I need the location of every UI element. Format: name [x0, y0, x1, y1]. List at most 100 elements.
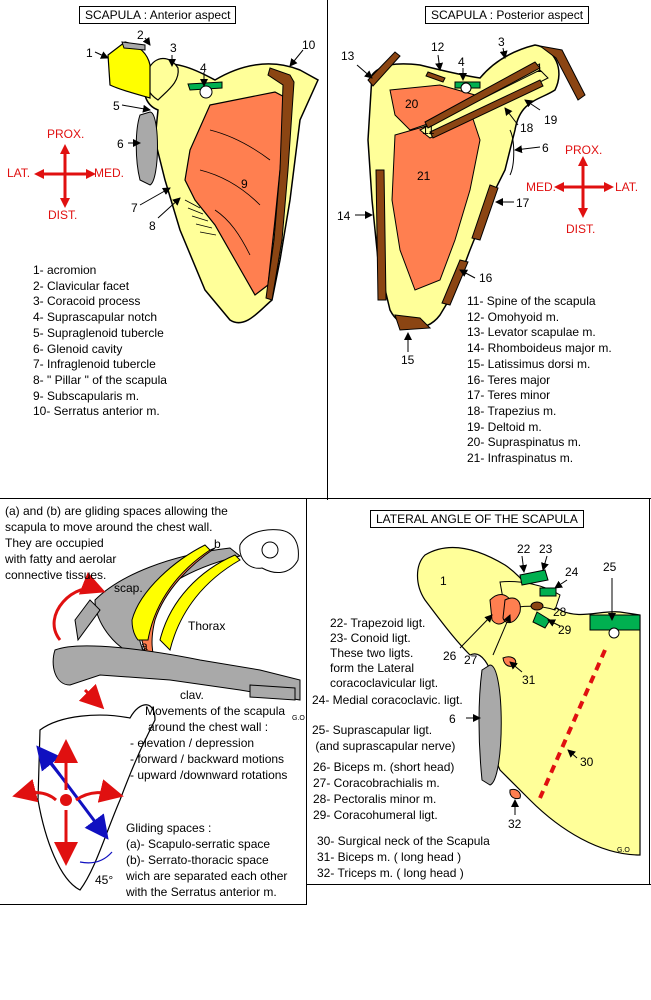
svg-text:16: 16	[479, 271, 493, 285]
posterior-dist-label: DIST.	[566, 222, 596, 236]
space-a-label: a	[141, 639, 148, 653]
legend-item: 12- Omohyoid m.	[467, 309, 560, 324]
anterior-legend: 1- acromion 2- Clavicular facet 3- Corac…	[33, 263, 167, 420]
legend-item: 28- Pectoralis minor m.	[313, 792, 437, 806]
movement-line: Movements of the scapula	[145, 704, 286, 718]
gliding-spaces-text: Gliding spaces : (a)- Scapulo-serratic s…	[126, 820, 287, 900]
lateral-legend-e: 30- Surgical neck of the Scapula 31- Bic…	[317, 833, 490, 881]
movement-line: - upward /downward rotations	[130, 768, 288, 782]
lateral-initials: G.O	[617, 847, 630, 854]
anterior-title: SCAPULA : Anterior aspect	[79, 6, 237, 24]
legend-item: 25- Suprascapular ligt.	[312, 723, 433, 737]
legend-item: 20- Supraspinatus m.	[467, 435, 582, 450]
svg-text:6: 6	[542, 141, 549, 155]
svg-text:19: 19	[544, 113, 558, 127]
legend-item: 24- Medial coracoclavic. ligt.	[312, 693, 463, 707]
svg-text:9: 9	[241, 177, 248, 191]
svg-text:22: 22	[517, 542, 531, 556]
legend-item: 2- Clavicular facet	[33, 278, 130, 293]
svg-text:5: 5	[113, 99, 120, 113]
thorax-label: Thorax	[188, 619, 226, 633]
lateral-angle-diagram	[416, 547, 641, 856]
legend-item: form the Lateral	[330, 661, 415, 675]
svg-text:4: 4	[458, 55, 465, 69]
anterior-med-label: MED.	[94, 166, 124, 180]
svg-text:26: 26	[443, 649, 457, 663]
anterior-dist-label: DIST.	[48, 208, 78, 222]
svg-text:29: 29	[558, 623, 572, 637]
lateral-legend-d: 26- Biceps m. (short head) 27- Coracobra…	[313, 759, 454, 823]
intro-line: scapula to move around the chest wall.	[5, 520, 213, 534]
svg-text:7: 7	[131, 201, 138, 215]
anterior-scapula	[34, 36, 319, 324]
intro-line: connective tissues.	[5, 568, 107, 582]
legend-item: coracoclavicular ligt.	[330, 676, 439, 690]
svg-text:3: 3	[170, 41, 177, 55]
legend-item: 5- Supraglenoid tubercle	[33, 325, 164, 340]
legend-item: 21- Infraspinatus m.	[467, 451, 574, 466]
svg-text:25: 25	[603, 560, 617, 574]
anterior-prox-label: PROX.	[47, 127, 85, 141]
posterior-lat-label: LAT.	[615, 180, 639, 194]
movement-line: - forward / backward motions	[130, 752, 285, 766]
anterior-callout-numbers: 123 456 789 10	[86, 28, 316, 233]
posterior-title: SCAPULA : Posterior aspect	[425, 6, 590, 24]
bottom-border-right	[306, 884, 651, 885]
posterior-med-label: MED.	[526, 180, 556, 194]
svg-text:6: 6	[117, 137, 124, 151]
legend-item: 3- Coracoid process	[33, 294, 141, 309]
legend-item: 7- Infraglenoid tubercle	[33, 357, 156, 372]
svg-text:31: 31	[522, 673, 536, 687]
movement-line: - elevation / depression	[130, 736, 255, 750]
clav-label: clav.	[180, 688, 204, 702]
legend-item: 18- Trapezius m.	[467, 403, 557, 418]
posterior-legend: 11- Spine of the scapula 12- Omohyoid m.…	[467, 294, 612, 467]
legend-item: 8- " Pillar " of the scapula	[33, 372, 167, 387]
svg-text:14: 14	[337, 209, 351, 223]
legend-item: 22- Trapezoid ligt.	[330, 616, 426, 630]
space-line: (b)- Serrato-thoracic space	[126, 853, 269, 867]
right-border	[649, 499, 650, 885]
svg-text:28: 28	[553, 605, 567, 619]
legend-item: (and suprascapular nerve)	[312, 739, 456, 753]
bottom-border-left	[0, 904, 307, 905]
posterior-scapula	[355, 44, 614, 352]
svg-text:27: 27	[464, 653, 478, 667]
horizontal-divider	[0, 498, 651, 499]
svg-text:32: 32	[508, 817, 522, 831]
svg-text:13: 13	[341, 49, 355, 63]
space-line: (a)- Scapulo-serratic space	[126, 837, 271, 851]
svg-text:12: 12	[431, 40, 445, 54]
intro-line: with fatty and aerolar	[5, 552, 117, 566]
space-line: with the Serratus anterior m.	[126, 885, 277, 899]
svg-text:21: 21	[417, 169, 431, 183]
legend-item: 31- Biceps m. ( long head )	[317, 850, 462, 864]
svg-text:10: 10	[302, 38, 316, 52]
svg-text:1: 1	[536, 61, 543, 75]
legend-item: 4- Suprascapular notch	[33, 310, 158, 325]
svg-text:17: 17	[516, 196, 530, 210]
gliding-initials: G.O	[292, 715, 305, 722]
posterior-prox-label: PROX.	[565, 143, 603, 157]
lateral-legend-b: 24- Medial coracoclavic. ligt.	[312, 693, 463, 709]
svg-text:30: 30	[580, 755, 594, 769]
gliding-diagram	[12, 529, 301, 891]
svg-text:23: 23	[539, 542, 553, 556]
legend-item: 11- Spine of the scapula	[467, 294, 596, 308]
space-b-label: b	[214, 537, 221, 551]
legend-item: 29- Coracohumeral ligt.	[313, 808, 438, 822]
legend-item: 27- Coracobrachialis m.	[313, 776, 440, 790]
legend-item: 15- Latissimus dorsi m.	[467, 356, 591, 371]
lateral-title: LATERAL ANGLE OF THE SCAPULA	[370, 510, 584, 528]
gliding-intro: (a) and (b) are gliding spaces allowing …	[5, 503, 228, 583]
svg-text:4: 4	[200, 61, 207, 75]
legend-item: 9- Subscapularis m.	[33, 388, 140, 403]
svg-text:11: 11	[422, 123, 435, 137]
svg-text:3: 3	[498, 35, 505, 49]
vertical-divider-top	[327, 0, 328, 500]
legend-item: 13- Levator scapulae m.	[467, 325, 596, 340]
svg-text:1: 1	[86, 46, 93, 60]
space-line: Gliding spaces :	[126, 821, 212, 835]
